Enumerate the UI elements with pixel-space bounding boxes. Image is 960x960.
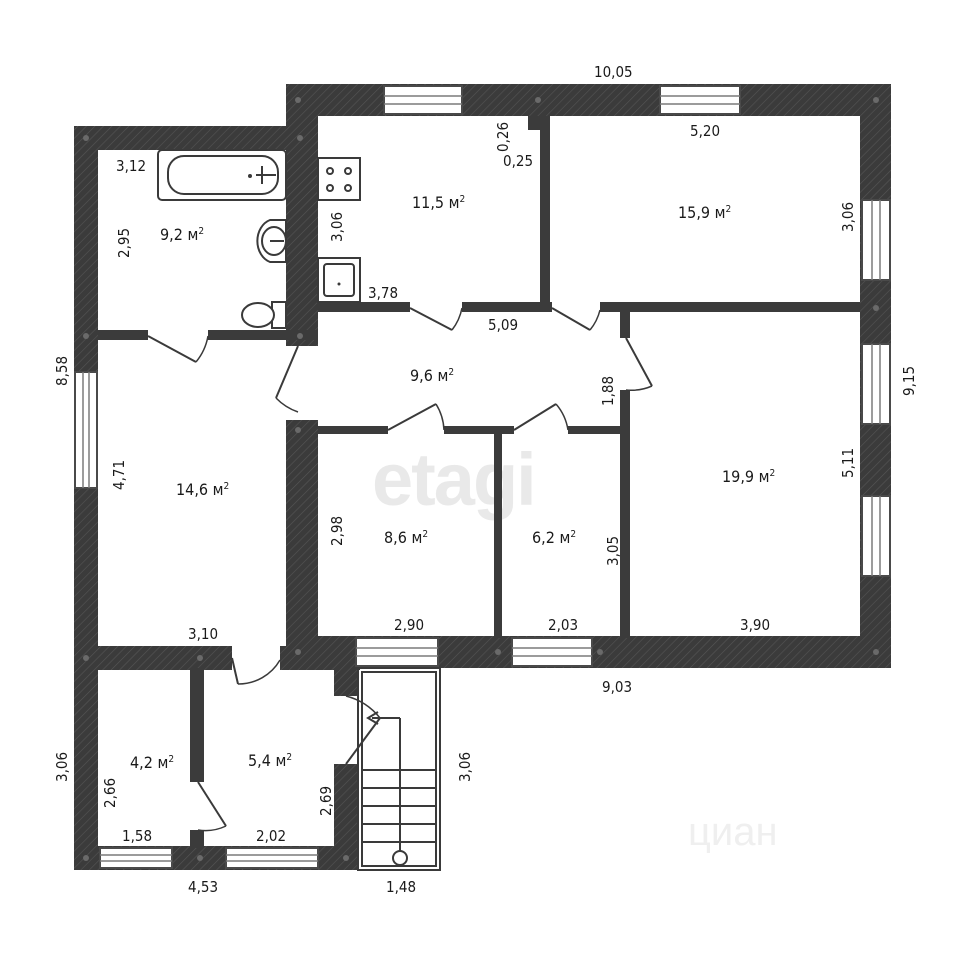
window-east-1 xyxy=(861,199,891,281)
wall-hall-east xyxy=(620,312,630,338)
watermark-cian: циан xyxy=(688,810,778,854)
wall-hall-south2 xyxy=(444,426,514,434)
area-room-w: 14,6 м2 xyxy=(176,480,229,499)
dim-room-e-height: 5,11 xyxy=(839,448,857,478)
window-east-3 xyxy=(861,495,891,577)
wall-storage-vest2 xyxy=(190,830,204,848)
area-room-mid: 8,6 м2 xyxy=(384,528,428,547)
dimension-labels: 10,05 5,20 0,26 0,25 3,12 2,95 3,06 3,78… xyxy=(53,63,918,896)
wall-top xyxy=(286,84,891,116)
stove-icon xyxy=(317,157,361,201)
door-vestibule xyxy=(231,657,281,685)
windows xyxy=(74,85,891,869)
wall-kitchen-south2 xyxy=(462,302,552,312)
wall-lower-east2 xyxy=(334,764,358,870)
dim-kitchen-height: 3,06 xyxy=(328,212,346,242)
wall-inner-west xyxy=(286,420,318,668)
dim-bath-width: 3,12 xyxy=(116,157,146,175)
stairs xyxy=(357,667,441,871)
dim-room-e-width: 3,90 xyxy=(740,616,770,634)
door-room-ne xyxy=(551,307,601,331)
area-room-e: 19,9 м2 xyxy=(722,467,775,486)
dim-south-total: 9,03 xyxy=(602,678,632,696)
wall-kitchen-east xyxy=(540,116,550,302)
door-hall-west xyxy=(275,345,299,413)
kitchen-sink-icon xyxy=(317,257,361,303)
wall-bath-east xyxy=(286,150,318,346)
dim-storage-height: 2,66 xyxy=(101,778,119,808)
door-room-e xyxy=(625,337,653,392)
dim-room-w-width: 3,10 xyxy=(188,625,218,643)
wall-joints xyxy=(83,97,879,861)
window-south-1 xyxy=(355,637,439,667)
dim-pantry-height: 3,05 xyxy=(604,536,622,566)
dim-stairs-height: 3,06 xyxy=(456,752,474,782)
wall-west xyxy=(74,126,98,870)
wall-hall-east2 xyxy=(620,390,630,638)
window-south-lower-2 xyxy=(225,847,319,869)
window-east-2 xyxy=(861,343,891,425)
sink-icon xyxy=(256,219,287,263)
door-bathroom xyxy=(147,335,209,363)
dim-room-mid-width: 2,90 xyxy=(394,616,424,634)
dim-lower-south: 4,53 xyxy=(188,878,218,896)
wall-sw-top xyxy=(74,646,232,670)
area-kitchen: 11,5 м2 xyxy=(412,193,465,212)
wall-kitchen-south xyxy=(318,302,410,312)
dim-room-mid-height: 2,98 xyxy=(328,516,346,546)
bathtub-icon xyxy=(157,149,287,201)
wall-hall-south xyxy=(318,426,388,434)
dim-vestibule-width: 2,02 xyxy=(256,827,286,845)
door-room-mid xyxy=(387,403,445,431)
dim-bath-height: 2,95 xyxy=(115,228,133,258)
window-top-left xyxy=(383,85,463,115)
dim-room-ne-width: 5,20 xyxy=(690,122,720,140)
dim-west-total: 8,58 xyxy=(53,356,71,386)
watermark-etagi: etagi xyxy=(372,438,535,521)
wall-storage-vest xyxy=(190,668,204,782)
area-pantry: 6,2 м2 xyxy=(532,528,576,547)
dim-column-1: 0,26 xyxy=(494,122,512,152)
wall-mid-pantry xyxy=(494,426,502,638)
interior-walls xyxy=(98,116,860,848)
dim-top-total: 10,05 xyxy=(594,63,633,81)
toilet-icon xyxy=(241,301,287,329)
wall-column xyxy=(528,116,548,130)
area-room-ne: 15,9 м2 xyxy=(678,203,731,222)
wall-bath-south xyxy=(98,330,148,340)
window-south-lower-1 xyxy=(99,847,173,869)
wall-bath-top xyxy=(74,126,318,150)
dim-room-w-height: 4,71 xyxy=(110,460,128,490)
area-vestibule: 5,4 м2 xyxy=(248,751,292,770)
dim-pantry-width: 2,03 xyxy=(548,616,578,634)
window-south-2 xyxy=(511,637,593,667)
wall-bath-south2 xyxy=(208,330,318,340)
dim-column-2: 0,25 xyxy=(503,152,533,170)
window-west xyxy=(74,371,98,489)
dim-storage-width: 1,58 xyxy=(122,827,152,845)
wall-lower-east xyxy=(334,660,358,696)
area-storage: 4,2 м2 xyxy=(130,753,174,772)
dim-kitchen-width: 3,78 xyxy=(368,284,398,302)
door-kitchen xyxy=(409,307,463,331)
dim-room-ne-height: 3,06 xyxy=(839,202,857,232)
wall-ne-south xyxy=(600,302,860,312)
door-pantry xyxy=(513,403,569,431)
area-bathroom: 9,2 м2 xyxy=(160,225,204,244)
door-storage xyxy=(197,781,227,832)
dim-hall-width: 5,09 xyxy=(488,316,518,334)
dim-lower-west: 3,06 xyxy=(53,752,71,782)
dim-east-total: 9,15 xyxy=(900,366,918,396)
wall-hall-south3 xyxy=(568,426,620,434)
dim-hall-height: 1,88 xyxy=(599,376,617,406)
dim-vestibule-height: 2,69 xyxy=(317,786,335,816)
doors xyxy=(147,307,653,832)
dim-stairs-width: 1,48 xyxy=(386,878,416,896)
area-hall: 9,6 м2 xyxy=(410,366,454,385)
window-top-right xyxy=(659,85,741,115)
room-area-labels: 9,2 м2 11,5 м2 15,9 м2 9,6 м2 14,6 м2 8,… xyxy=(130,193,775,772)
